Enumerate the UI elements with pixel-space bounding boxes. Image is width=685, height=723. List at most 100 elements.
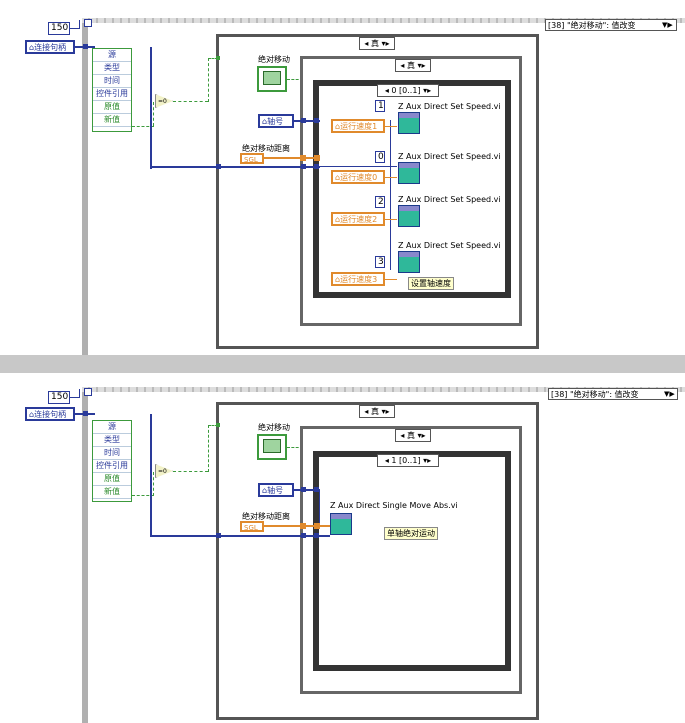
- bool-label-2: 绝对移动: [258, 423, 290, 432]
- house-icon: ⌂: [262, 486, 268, 495]
- speed-control-1[interactable]: ⌂运行速度1: [331, 119, 385, 133]
- stop-terminal-2[interactable]: [84, 388, 92, 396]
- while-loop-border-left-2: [82, 391, 88, 723]
- bool-tunnel: [216, 56, 220, 60]
- speed-wire-4: [385, 279, 397, 280]
- handle-tunnel-inner-2: [301, 533, 306, 538]
- outer-case-selector-2[interactable]: ◂ 真 ▾▸: [359, 405, 395, 418]
- distance-label: 绝对移动距离: [242, 144, 290, 153]
- stop-terminal[interactable]: [84, 19, 92, 27]
- not-gate-icon[interactable]: =0: [155, 464, 173, 478]
- axis-tunnel: [301, 118, 306, 123]
- while-loop-border-left: [82, 22, 88, 355]
- sequence-selector-2[interactable]: ◂ 1 [0..1] ▾▸: [377, 454, 439, 467]
- inner-case-selector[interactable]: ◂ 真 ▾▸: [395, 59, 431, 72]
- event-selector[interactable]: [38] "绝对移动": 值改变: [545, 19, 677, 31]
- event-item-oldval[interactable]: 原值: [93, 473, 131, 486]
- house-icon: ⌂: [29, 43, 35, 52]
- event-item-type[interactable]: 类型: [93, 62, 131, 75]
- not-gate-icon[interactable]: =0: [155, 94, 173, 108]
- handle-wire: [75, 46, 85, 48]
- handle-tunnel-seq-2: [314, 533, 319, 538]
- bool-wire-v: [208, 58, 209, 102]
- handle-tunnel-outer: [216, 164, 221, 169]
- axis-number-control-2[interactable]: ⌂轴号: [258, 483, 294, 497]
- speed-wire-3: [385, 219, 397, 220]
- comment-set-speed: 设置轴速度: [408, 277, 454, 290]
- distance-control-2[interactable]: SGL: [240, 521, 264, 532]
- handle-tunnel-seq: [314, 164, 319, 169]
- house-icon: ⌂: [335, 122, 341, 131]
- handle-tunnel-inner: [301, 164, 306, 169]
- bool-out-wire: [287, 79, 303, 80]
- absolute-move-bool[interactable]: [257, 66, 287, 92]
- while-loop-border-top-2: [82, 387, 685, 392]
- speed-control-3[interactable]: ⌂运行速度2: [331, 212, 385, 226]
- inner-case-selector-2[interactable]: ◂ 真 ▾▸: [395, 429, 431, 442]
- distance-control[interactable]: SGL: [240, 153, 264, 164]
- subvi-set-speed-2[interactable]: [398, 162, 420, 184]
- event-data-node-2[interactable]: 源 类型 时间 控件引用 原值 新值: [92, 420, 132, 502]
- diagram-panel-2: 150 ⌂连接句柄 [38] "绝对移动": 值改变 ▼▶ 源 类型 时间 控件…: [0, 373, 685, 723]
- handle-wire-inner: [88, 46, 95, 48]
- vi-label-1: Z Aux Direct Set Speed.vi: [398, 102, 501, 111]
- sequence-selector[interactable]: ◂ 0 [0..1] ▾▸: [377, 84, 439, 97]
- handle-wire-inner-2: [88, 413, 95, 415]
- house-icon: ⌂: [262, 117, 268, 126]
- axis-constant-1[interactable]: 1: [375, 100, 385, 112]
- handle-seq-wire: [319, 166, 397, 167]
- distance-tunnel: [300, 155, 306, 161]
- event-item-oldval[interactable]: 原值: [93, 101, 131, 114]
- loop-count-wire: [70, 28, 80, 29]
- not-output-wire: [173, 101, 208, 102]
- connection-handle-control-2[interactable]: ⌂连接句柄: [25, 407, 75, 421]
- event-item-ctlref[interactable]: 控件引用: [93, 460, 131, 473]
- event-item-type[interactable]: 类型: [93, 434, 131, 447]
- handle-wire-2: [75, 413, 85, 415]
- event-selector-2[interactable]: [38] "绝对移动": 值改变: [548, 388, 678, 400]
- handle-tunnel-outer-2: [216, 533, 221, 538]
- event-item-source[interactable]: 源: [93, 49, 131, 62]
- event-item-newval[interactable]: 新值: [93, 486, 131, 499]
- chevron-down-icon[interactable]: ▼▶: [664, 390, 675, 398]
- absolute-move-bool-2[interactable]: [257, 434, 287, 460]
- axis-constant-4[interactable]: 3: [375, 256, 385, 268]
- subvi-set-speed-4[interactable]: [398, 251, 420, 273]
- vi-label-3: Z Aux Direct Set Speed.vi: [398, 195, 501, 204]
- distance-wire-2: [264, 525, 330, 527]
- event-item-time[interactable]: 时间: [93, 75, 131, 88]
- newval-wire: [132, 126, 154, 127]
- vi-label-move-abs: Z Aux Direct Single Move Abs.vi: [330, 501, 458, 510]
- subvi-single-move-abs[interactable]: [330, 513, 352, 535]
- speed-control-2[interactable]: ⌂运行速度0: [331, 170, 385, 184]
- house-icon: ⌂: [335, 215, 341, 224]
- handle-tunnel: [83, 44, 88, 49]
- chevron-down-icon[interactable]: ▼▶: [662, 21, 673, 29]
- axis-number-control[interactable]: ⌂轴号: [258, 114, 294, 128]
- loop-count-constant[interactable]: 150: [48, 22, 70, 35]
- subvi-set-speed-3[interactable]: [398, 205, 420, 227]
- event-item-source[interactable]: 源: [93, 421, 131, 434]
- event-data-node[interactable]: 源 类型 时间 控件引用 原值 新值: [92, 48, 132, 132]
- outer-case-selector[interactable]: ◂ 真 ▾▸: [359, 37, 395, 50]
- event-item-ctlref[interactable]: 控件引用: [93, 88, 131, 101]
- vi-label-4: Z Aux Direct Set Speed.vi: [398, 241, 501, 250]
- newval-wire-2: [132, 495, 154, 496]
- event-item-newval[interactable]: 新值: [93, 114, 131, 127]
- house-icon: ⌂: [335, 173, 341, 182]
- speed-control-4[interactable]: ⌂运行速度3: [331, 272, 385, 286]
- distance-label-2: 绝对移动距离: [242, 512, 290, 521]
- axis-constant-2[interactable]: 0: [375, 151, 385, 163]
- loop-count-constant-2[interactable]: 150: [48, 391, 70, 404]
- handle-wire-down: [150, 47, 152, 169]
- axis-constant-3[interactable]: 2: [375, 196, 385, 208]
- subvi-set-speed-1[interactable]: [398, 112, 420, 134]
- event-item-time[interactable]: 时间: [93, 447, 131, 460]
- newval-wire-v: [153, 102, 154, 126]
- house-icon: ⌂: [29, 410, 35, 419]
- speed-wire-2: [385, 177, 397, 178]
- bool-wire-h-2: [208, 425, 218, 426]
- connection-handle-control[interactable]: ⌂连接句柄: [25, 40, 75, 54]
- axis-tunnel-seq-2: [314, 487, 319, 492]
- stacked-sequence-2: [313, 451, 511, 671]
